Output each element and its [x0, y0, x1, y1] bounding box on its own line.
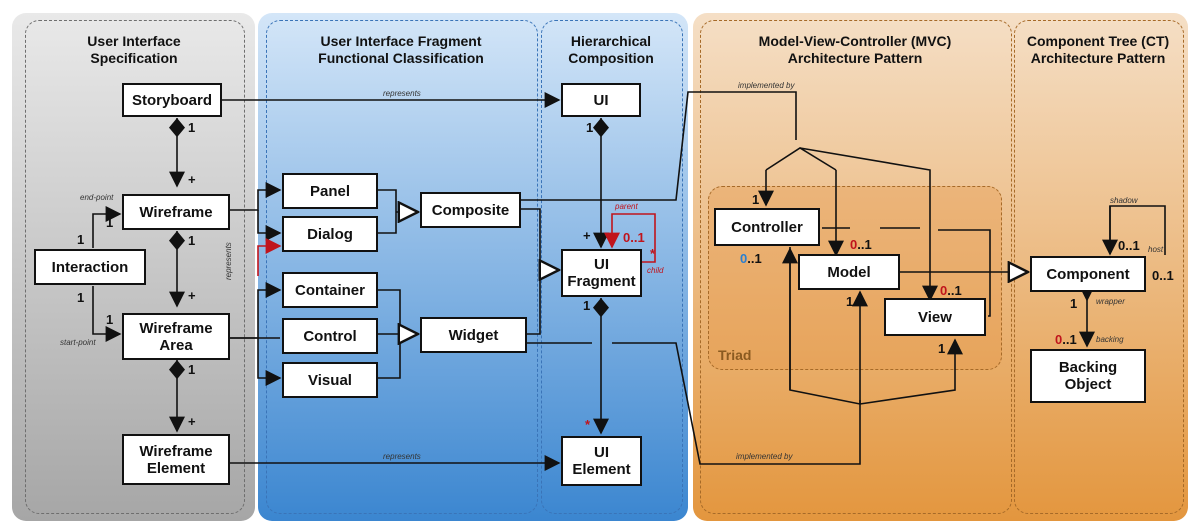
wrapper-label: wrapper: [1096, 297, 1125, 306]
mult-view-dots-one: ..1: [947, 283, 962, 298]
model-box[interactable]: Model: [798, 254, 900, 290]
triad-label: Triad: [718, 347, 752, 363]
mult-model-top-01: 0..1: [850, 237, 872, 252]
mult-wireframe-1: 1: [188, 233, 196, 248]
represents-label-bottom: represents: [383, 452, 421, 461]
mult-backing-01: 0..1: [1055, 332, 1077, 347]
mult-interaction-top-1: 1: [77, 232, 85, 247]
represents-label-top: represents: [383, 89, 421, 98]
mult-view-1: 1: [938, 341, 946, 356]
control-box[interactable]: Control: [282, 318, 378, 354]
mult-controller-zero: 0: [740, 251, 748, 266]
ui-specification-title: User Interface Specification: [87, 33, 181, 66]
composite-box[interactable]: Composite: [420, 192, 521, 228]
ui-specification-frame: [25, 20, 245, 514]
container-box[interactable]: Container: [282, 272, 378, 308]
fragment-classification-frame: [266, 20, 538, 514]
mult-controller-dots-one: ..1: [747, 251, 762, 266]
mult-component-wrapper-1: 1: [1070, 296, 1078, 311]
shadow-label: shadow: [1110, 196, 1138, 205]
visual-box[interactable]: Visual: [282, 362, 378, 398]
start-point-label: start-point: [60, 338, 96, 347]
ui-box[interactable]: UI: [561, 83, 641, 117]
mult-wireframe-side-1: 1: [106, 215, 114, 230]
fragment-classification-title: User Interface Fragment Functional Class…: [318, 33, 484, 66]
mult-element-plus: +: [188, 414, 196, 429]
dialog-box[interactable]: Dialog: [282, 216, 378, 252]
wireframe-element-box[interactable]: Wireframe Element: [122, 434, 230, 485]
backing-label: backing: [1096, 335, 1124, 344]
parent-label: parent: [615, 202, 638, 211]
child-label: child: [647, 266, 664, 275]
mult-backing-dots-one: ..1: [1062, 332, 1077, 347]
storyboard-box[interactable]: Storyboard: [122, 83, 222, 117]
widget-box[interactable]: Widget: [420, 317, 527, 353]
end-point-label: end-point: [80, 193, 114, 202]
mult-component-shadow-01: 0..1: [1118, 238, 1140, 253]
component-box[interactable]: Component: [1030, 256, 1146, 292]
mult-component-host-01: 0..1: [1152, 268, 1174, 283]
ui-fragment-box[interactable]: UI Fragment: [561, 249, 642, 297]
controller-box[interactable]: Controller: [714, 208, 820, 246]
mult-element-star: *: [585, 417, 591, 432]
interaction-box[interactable]: Interaction: [34, 249, 146, 285]
mult-view-zero: 0: [940, 283, 948, 298]
mult-storyboard-1: 1: [188, 120, 196, 135]
mult-fragment-plus: +: [583, 228, 591, 243]
mult-interaction-bottom-1: 1: [77, 290, 85, 305]
represents-label-vertical: represents: [224, 242, 233, 280]
mult-fragment-parent: 0..1: [623, 230, 645, 245]
wireframe-area-box[interactable]: Wireframe Area: [122, 313, 230, 360]
ct-title: Component Tree (CT) Architecture Pattern: [1026, 33, 1170, 66]
mult-fragment-1: 1: [583, 298, 591, 313]
mult-backing-zero: 0: [1055, 332, 1063, 347]
backing-object-box[interactable]: Backing Object: [1030, 349, 1146, 403]
mult-area-side-1: 1: [106, 312, 114, 327]
mult-controller-01: 0..1: [740, 251, 762, 266]
mult-fragment-child-star: *: [650, 246, 656, 261]
mult-area-1: 1: [188, 362, 196, 377]
mult-model-1: 1: [846, 294, 854, 309]
panel-box[interactable]: Panel: [282, 173, 378, 209]
mvc-title: Model-View-Controller (MVC) Architecture…: [758, 33, 952, 66]
hierarchical-composition-title: Hierarchical Composition: [568, 33, 654, 66]
host-label: host: [1148, 245, 1164, 254]
implemented-by-label-bottom: implemented by: [736, 452, 793, 461]
implemented-by-label-top: implemented by: [738, 81, 795, 90]
mult-view-01: 0..1: [940, 283, 962, 298]
view-box[interactable]: View: [884, 298, 986, 336]
mult-controller-1: 1: [752, 192, 760, 207]
mult-model-top-zero: 0: [850, 237, 858, 252]
mult-wireframe-plus: +: [188, 172, 196, 187]
mult-ui-1: 1: [586, 120, 594, 135]
wireframe-box[interactable]: Wireframe: [122, 194, 230, 230]
mult-model-top-dots-one: ..1: [857, 237, 872, 252]
ui-element-box[interactable]: UI Element: [561, 436, 642, 486]
mult-area-plus: +: [188, 288, 196, 303]
